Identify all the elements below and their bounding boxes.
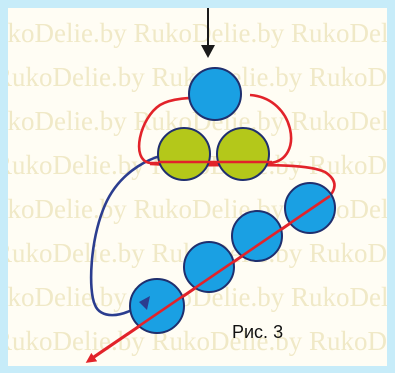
green-bead-right [216, 127, 270, 181]
beads [129, 67, 336, 334]
green-bead-left [157, 127, 211, 181]
watermark-text-row: RukoDelie.by RukoDelie.by RukoDelie.by [0, 326, 395, 356]
diagonal-blue-bead-3 [183, 241, 235, 293]
blue-thread-path [89, 150, 194, 317]
watermark-text-row: RukoDelie.by RukoDelie.by RukoDelie.by [0, 18, 395, 48]
diagonal-blue-bead-4 [231, 210, 283, 262]
red-thread-through-diagonal [91, 194, 331, 360]
top-blue-bead [188, 67, 242, 121]
blue-thread-arrowhead [139, 296, 150, 310]
diagonal-blue-bead-1 [129, 278, 185, 334]
red-thread-path [137, 93, 293, 165]
figure-caption: Рис. 3 [232, 322, 283, 342]
entry-arrow-head [201, 45, 215, 58]
diagonal-blue-bead-5 [284, 182, 336, 234]
